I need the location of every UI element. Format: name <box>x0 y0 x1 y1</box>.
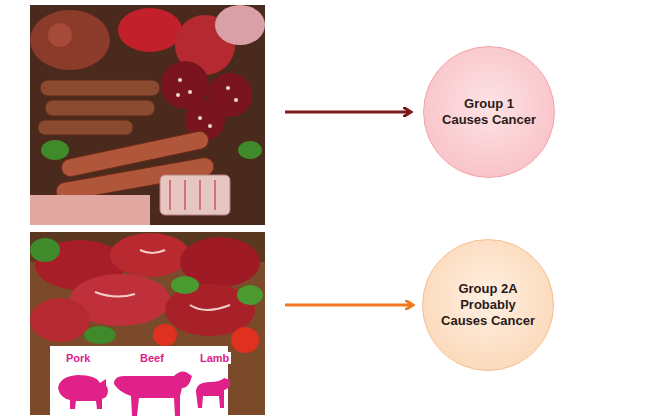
animal-label: Beef <box>138 352 166 364</box>
red-meat-photo <box>30 232 265 415</box>
group-description: Causes Cancer <box>442 112 536 128</box>
category-circle: Group 1Causes Cancer <box>423 46 555 178</box>
animal-silhouettes <box>58 372 230 417</box>
group-description: Probably Causes Cancer <box>436 297 540 329</box>
arrow <box>285 304 412 307</box>
arrow <box>285 111 410 114</box>
processed-meat-photo <box>30 5 265 225</box>
category-circle: Group 2AProbably Causes Cancer <box>422 239 554 371</box>
group-heading: Group 2A <box>458 281 517 297</box>
animal-label: Lamb <box>198 352 231 364</box>
group-heading: Group 1 <box>464 96 514 112</box>
animal-label: Pork <box>64 352 92 364</box>
